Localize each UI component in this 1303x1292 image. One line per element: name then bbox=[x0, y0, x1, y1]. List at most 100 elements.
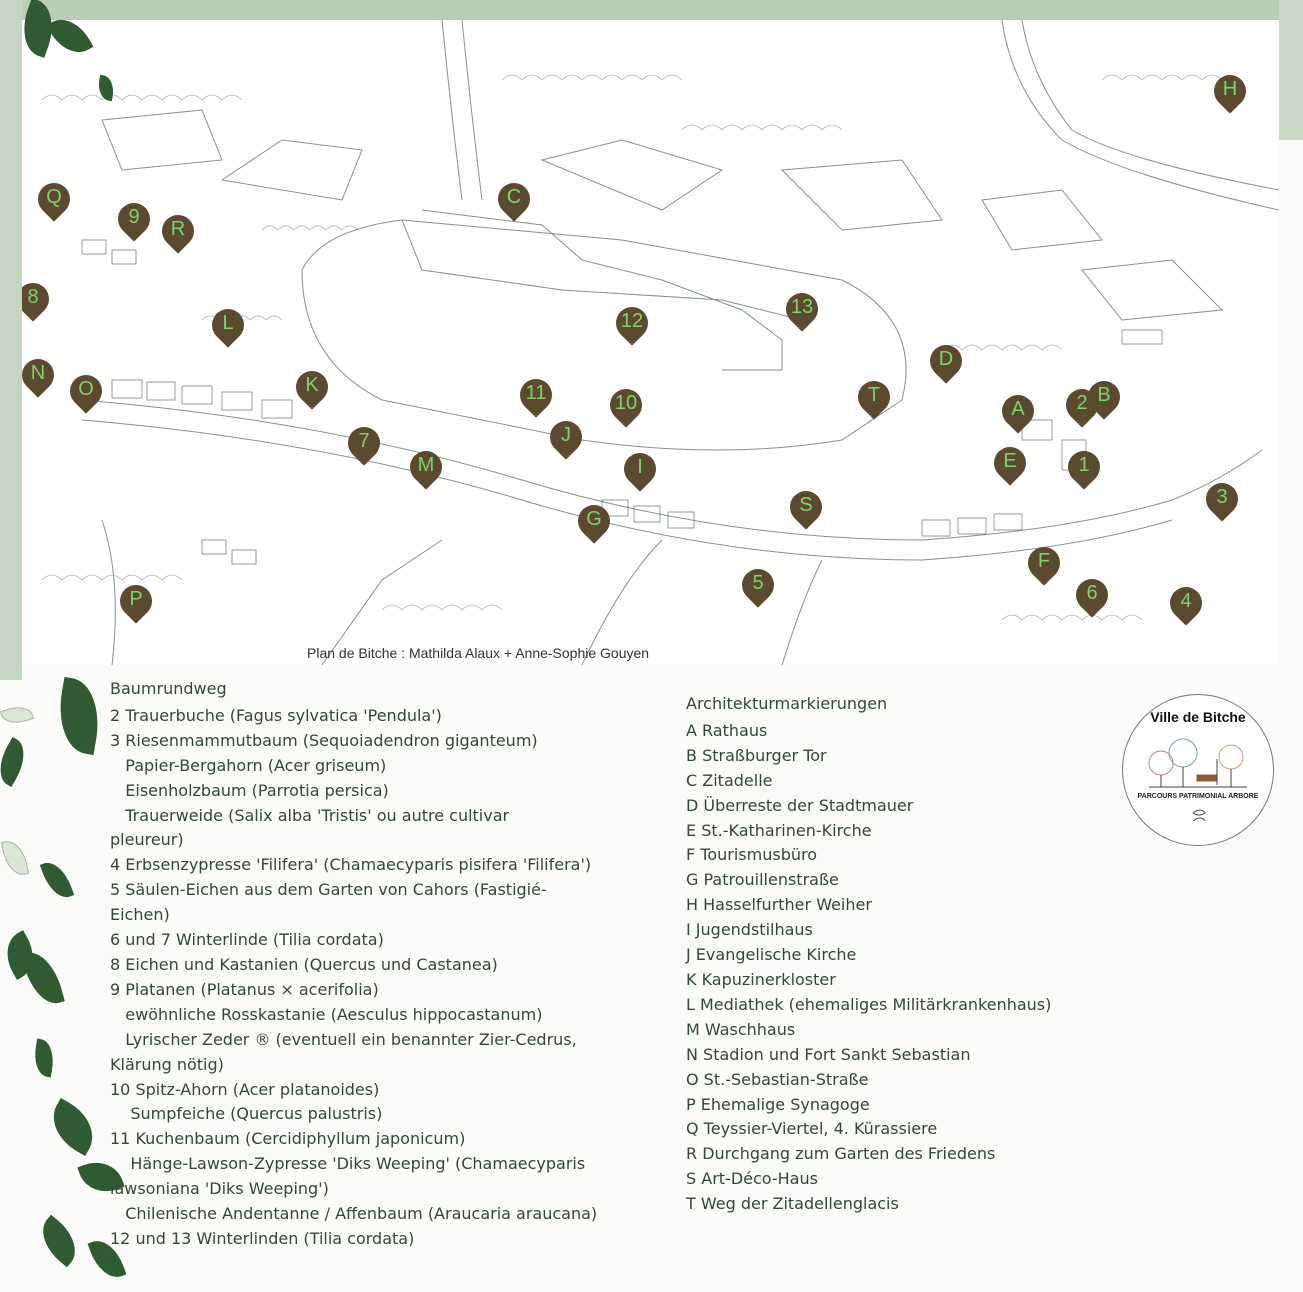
leaf-decoration bbox=[52, 676, 106, 756]
legend-item: 5 Säulen-Eichen aus dem Garten von Cahor… bbox=[110, 880, 547, 900]
marker-label: 8 bbox=[27, 286, 39, 308]
legend-item: 12 und 13 Winterlinden (Tilia cordata) bbox=[110, 1228, 415, 1248]
legend-item: D Überreste der Stadtmauer bbox=[686, 795, 914, 815]
marker-label: 12 bbox=[620, 310, 644, 332]
legend-item: 11 Kuchenbaum (Cercidiphyllum japonicum) bbox=[110, 1129, 466, 1149]
top-frame bbox=[0, 0, 1303, 20]
map-marker-12[interactable]: 12 bbox=[609, 300, 655, 350]
marker-label: S bbox=[799, 494, 813, 516]
map-marker-11[interactable]: 11 bbox=[513, 372, 559, 422]
legend-item: 10 Spitz-Ahorn (Acer platanoides) bbox=[110, 1079, 380, 1099]
marker-label: 13 bbox=[790, 296, 814, 318]
legend-item: R Durchgang zum Garten des Friedens bbox=[686, 1144, 996, 1164]
map-marker-10[interactable]: 10 bbox=[603, 382, 649, 432]
map-marker-c[interactable]: C bbox=[491, 176, 537, 226]
marker-label: T bbox=[867, 384, 881, 406]
map-marker-8[interactable]: 8 bbox=[22, 276, 56, 326]
marker-label: E bbox=[1003, 450, 1017, 472]
map-marker-h[interactable]: H bbox=[1207, 68, 1253, 118]
left-frame bbox=[0, 0, 22, 680]
map-marker-s[interactable]: S bbox=[783, 484, 829, 534]
legend-item: M Waschhaus bbox=[686, 1019, 796, 1039]
marker-label: I bbox=[637, 456, 643, 478]
map-marker-k[interactable]: K bbox=[289, 364, 335, 414]
marker-label: R bbox=[170, 218, 186, 240]
legend-item: B Straßburger Tor bbox=[686, 745, 827, 765]
marker-label: 2 bbox=[1076, 392, 1088, 414]
marker-label: O bbox=[78, 378, 94, 400]
map-marker-5[interactable]: 5 bbox=[735, 562, 781, 612]
architecture-legend: Architekturmarkierungen A Rathaus B Straß… bbox=[686, 692, 1051, 1217]
map-marker-f[interactable]: F bbox=[1021, 540, 1067, 590]
legend-item: J Evangelische Kirche bbox=[686, 945, 857, 965]
leaf-decoration bbox=[39, 857, 75, 903]
legend-item: 3 Riesenmammutbaum (Sequoiadendron gigan… bbox=[110, 730, 538, 750]
marker-label: B bbox=[1097, 384, 1111, 406]
map-marker-e[interactable]: E bbox=[987, 440, 1033, 490]
map-marker-t[interactable]: T bbox=[851, 374, 897, 424]
legend-item: S Art-Déco-Haus bbox=[686, 1169, 818, 1189]
map-marker-13[interactable]: 13 bbox=[779, 286, 825, 336]
legend-item: I Jugendstilhaus bbox=[686, 920, 813, 940]
marker-label: G bbox=[586, 508, 602, 530]
map-marker-b[interactable]: B bbox=[1081, 374, 1127, 424]
ville-de-bitche-logo: Ville de Bitche PARCOURS PATRIMONIAL ARB… bbox=[1122, 694, 1274, 846]
legend-item: Q Teyssier-Viertel, 4. Kürassiere bbox=[686, 1119, 938, 1139]
map-marker-7[interactable]: 7 bbox=[341, 420, 387, 470]
map-marker-l[interactable]: L bbox=[205, 302, 251, 352]
tree-legend-title: Baumrundweg bbox=[110, 679, 227, 698]
marker-label: L bbox=[222, 312, 234, 334]
legend-item: Lyrischer Zeder ® (eventuell ein benannt… bbox=[110, 1029, 577, 1049]
logo-title: Ville de Bitche bbox=[1150, 709, 1246, 725]
legend-item: 6 und 7 Winterlinde (Tilia cordata) bbox=[110, 930, 384, 950]
map-marker-n[interactable]: N bbox=[22, 352, 61, 402]
map-marker-4[interactable]: 4 bbox=[1163, 580, 1209, 630]
map-marker-j[interactable]: J bbox=[543, 414, 589, 464]
map-marker-o[interactable]: O bbox=[63, 368, 109, 418]
marker-label: P bbox=[129, 588, 143, 610]
marker-label: M bbox=[417, 454, 435, 476]
map-marker-d[interactable]: D bbox=[923, 338, 969, 388]
map-marker-i[interactable]: I bbox=[617, 446, 663, 496]
legend-item: 8 Eichen und Kastanien (Quercus und Cast… bbox=[110, 954, 498, 974]
map-marker-a[interactable]: A bbox=[995, 388, 1041, 438]
marker-label: 6 bbox=[1086, 582, 1098, 604]
leaf-decoration bbox=[41, 1098, 105, 1156]
map-marker-6[interactable]: 6 bbox=[1069, 572, 1115, 622]
map-marker-m[interactable]: M bbox=[403, 444, 449, 494]
marker-label: D bbox=[938, 348, 954, 370]
map-marker-1[interactable]: 1 bbox=[1061, 444, 1107, 494]
legend-item: ewöhnliche Rosskastanie (Aesculus hippoc… bbox=[110, 1004, 543, 1024]
map-marker-p[interactable]: P bbox=[113, 578, 159, 628]
leaf-decoration bbox=[21, 947, 65, 1009]
legend-item: Eichen) bbox=[110, 905, 170, 925]
architecture-legend-title: Architekturmarkierungen bbox=[686, 694, 888, 713]
leaf-decoration bbox=[1, 838, 29, 878]
map-sketch bbox=[41, 20, 1279, 665]
legend-item: Klärung nötig) bbox=[110, 1054, 224, 1074]
marker-label: C bbox=[506, 186, 522, 208]
map-marker-r[interactable]: R bbox=[155, 208, 201, 258]
marker-label: H bbox=[1222, 78, 1238, 100]
leaf-decoration bbox=[31, 1214, 87, 1268]
legend-item: T Weg der Zitadellenglacis bbox=[686, 1194, 899, 1214]
marker-label: A bbox=[1011, 398, 1025, 420]
map-marker-q[interactable]: Q bbox=[31, 176, 77, 226]
leaf-decoration bbox=[31, 1038, 57, 1078]
legend-item: Chilenische Andentanne / Affenbaum (Arau… bbox=[110, 1204, 598, 1224]
map-marker-9[interactable]: 9 bbox=[111, 196, 157, 246]
tree-park-icon bbox=[1148, 738, 1247, 822]
marker-label: Q bbox=[46, 186, 62, 208]
marker-label: 11 bbox=[525, 382, 547, 404]
legend-item: A Rathaus bbox=[686, 720, 768, 740]
legend-item: pleureur) bbox=[110, 830, 184, 850]
marker-label: 10 bbox=[614, 392, 638, 414]
map-marker-g[interactable]: G bbox=[571, 498, 617, 548]
marker-label: 4 bbox=[1180, 590, 1192, 612]
legend-item: 4 Erbsenzypresse 'Filifera' (Chamaecypar… bbox=[110, 855, 592, 875]
marker-label: 1 bbox=[1078, 454, 1090, 476]
map-marker-2[interactable]: 2 bbox=[1059, 382, 1105, 432]
legend-item: Papier-Bergahorn (Acer griseum) bbox=[110, 755, 387, 775]
map-marker-3[interactable]: 3 bbox=[1199, 476, 1245, 526]
